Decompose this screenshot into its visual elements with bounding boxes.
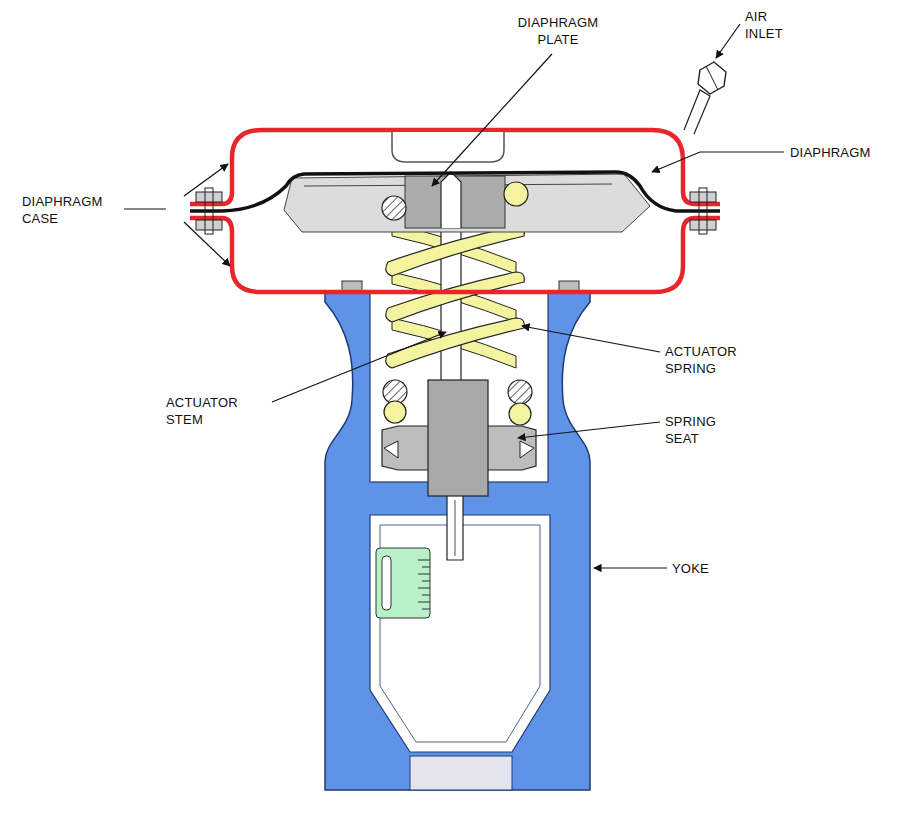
lower-case (190, 218, 720, 292)
top-handle (392, 132, 504, 162)
upper-case (190, 130, 720, 204)
seat-screw (520, 441, 534, 458)
leader-line (652, 152, 784, 172)
inlet-edge (706, 66, 718, 90)
leader-line (184, 164, 228, 196)
leader-line (522, 326, 660, 352)
spring-section (382, 196, 406, 220)
travel-scale (376, 548, 430, 618)
part-label: DIAPHRAGM (790, 144, 871, 161)
part-label: ACTUATOR SPRING (665, 343, 775, 377)
stem-thread (455, 500, 456, 556)
part-label: SPRING SEAT (665, 413, 753, 447)
part-label: AIR INLET (745, 8, 803, 42)
stem-collar (428, 380, 488, 496)
spring-section (504, 182, 528, 206)
flange-bolts (196, 188, 716, 234)
leader-lines (124, 24, 784, 568)
scale-ticks (418, 560, 430, 609)
leader-line (124, 208, 166, 209)
part-label: DIAPHRAGM CASE (22, 193, 122, 227)
diaphragm (190, 172, 720, 211)
inlet-fitting (698, 62, 726, 94)
leader-line (594, 567, 667, 568)
yoke-bottom-slot (410, 756, 512, 790)
stem-lower (447, 495, 463, 560)
diaphragm-plate (284, 174, 650, 232)
leader-line (432, 54, 552, 186)
part-label: YOKE (672, 560, 709, 577)
part-label: ACTUATOR STEM (166, 394, 270, 428)
spring-front-coils (386, 226, 525, 368)
scale-slot (382, 556, 391, 610)
leader-line (518, 422, 660, 438)
leader-line (272, 332, 446, 402)
inlet-neck (684, 90, 710, 134)
leader-line (184, 222, 230, 266)
leader-line (716, 24, 740, 58)
part-label: DIAPHRAGM PLATE (502, 14, 614, 48)
stem-top (441, 172, 461, 228)
seat-screw (384, 441, 398, 458)
